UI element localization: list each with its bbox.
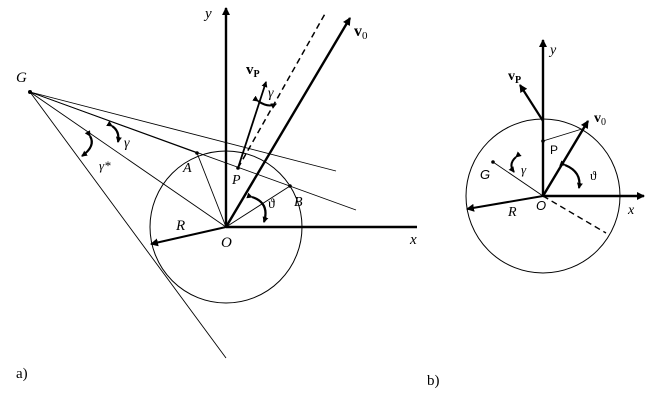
label-p-a: P [231,173,241,188]
label-gamma-star: γ* [99,158,111,173]
label-v0-b: v0 [594,111,606,128]
gamma-arc-a [106,120,122,143]
point-g-b [491,160,495,164]
label-gamma-b: γ [521,162,527,177]
point-a [195,151,199,155]
v0-vector-a [224,17,352,228]
label-g: G [16,70,27,86]
label-theta-a: ϑ [268,197,275,212]
label-p-b: P [550,143,558,157]
label-b: B [294,195,303,210]
figure-a: G y x v0 vP γ γ γ* A B P ϑ R O a) [16,6,417,382]
label-a: A [182,161,192,176]
gamma-arc-b [508,151,522,173]
line-o-b [225,185,291,228]
label-r-b: R [507,205,517,220]
label-o-b: O [536,198,546,213]
line-o-a [196,152,227,228]
label-vp-a: vP [246,62,260,80]
line-g-tangent [29,91,227,359]
point-b [288,184,292,188]
dashed-line-b [542,195,607,234]
figure-b: y x vP v0 P G γ ϑ R O b) [427,39,645,389]
vp-vector-b [519,84,544,122]
label-theta-b: ϑ [590,168,597,183]
label-x-b: x [627,203,635,218]
r-vector-b [466,195,544,212]
label-gamma-mid: γ [124,136,130,151]
gamma-arc-top [252,95,277,109]
dashed-line-a [237,11,327,169]
label-r-a: R [175,218,185,234]
r-vector-a [150,226,227,247]
theta-arc-b [559,160,583,189]
label-g-b: G [480,167,490,182]
v0-vector-b [541,120,590,197]
point-g [28,90,32,94]
panel-label-a: a) [16,366,28,382]
label-gamma-top: γ [268,86,274,101]
theta-arc-a [246,192,269,223]
gamma-star-arc-a [81,130,93,157]
label-v0-a: v0 [354,23,368,42]
label-y-a: y [203,6,212,22]
label-x-a: x [409,232,417,248]
label-o-a: O [221,235,232,251]
point-p [236,166,240,170]
label-y-b: y [548,43,557,58]
line-g-top [29,91,337,172]
line-p-v0-b [542,128,583,142]
point-p-b [541,139,545,143]
panel-label-b: b) [427,373,440,389]
line-g-b [29,91,357,211]
line-g-o [29,91,227,228]
line-g-o-b [492,161,544,197]
label-vp-b: vP [508,69,521,86]
